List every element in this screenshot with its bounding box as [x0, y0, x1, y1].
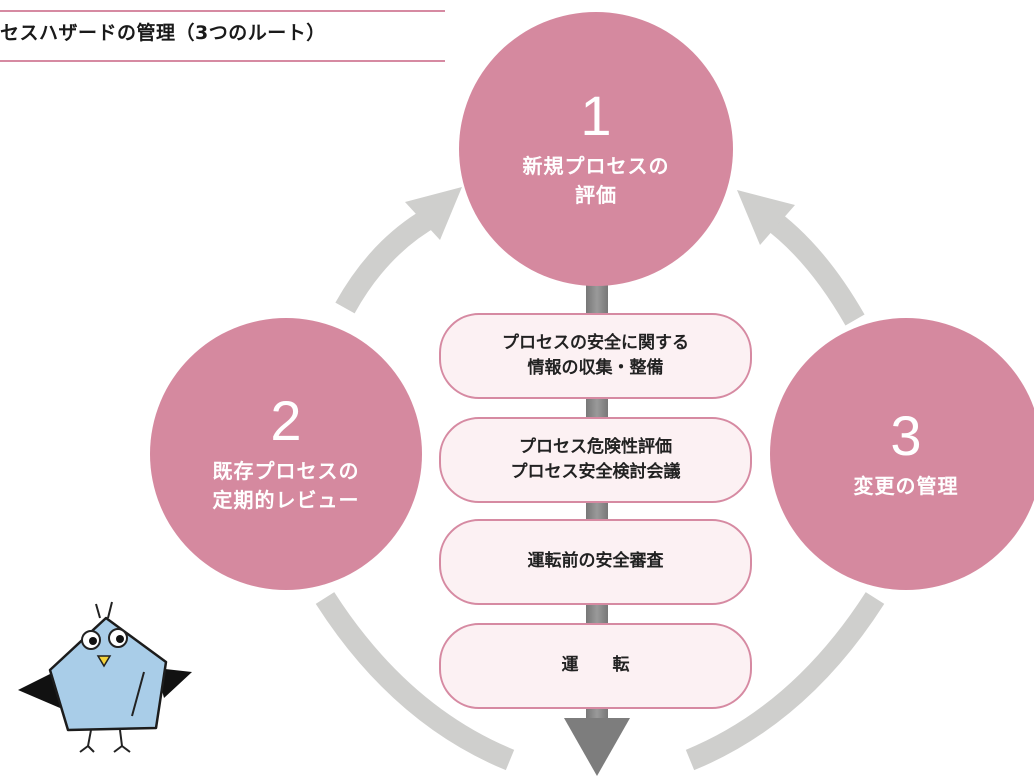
route-1-circle: 1 新規プロセスの 評価	[459, 12, 733, 286]
route-2-number: 2	[270, 389, 302, 452]
step-label-line: 運 転	[561, 655, 630, 676]
step-pre-startup-review: 運転前の安全審査	[439, 519, 752, 605]
route-3-label: 変更の管理	[854, 472, 959, 501]
step-hazard-evaluation: プロセス危険性評価 プロセス安全検討会議	[439, 417, 752, 503]
route-3-number: 3	[890, 403, 922, 467]
step-safety-info: プロセスの安全に関する 情報の収集・整備	[439, 313, 752, 399]
cycle-arrow-icon	[685, 592, 885, 771]
route-3-circle: 3 変更の管理	[770, 318, 1034, 590]
route-1-number: 1	[580, 84, 612, 147]
route-2-label-line: 定期的レビュー	[212, 488, 360, 512]
cycle-arrow-icon	[315, 592, 515, 771]
route-1-label: 新規プロセスの 評価	[523, 152, 670, 210]
step-label-line: 情報の収集・整備	[527, 358, 664, 378]
title-rule-bottom	[0, 60, 445, 62]
arrowhead-icon	[405, 187, 462, 240]
arrowhead-icon	[737, 190, 795, 245]
route-2-label: 既存プロセスの 定期的レビュー	[213, 457, 360, 515]
bird-mascot-icon	[18, 601, 192, 753]
step-label-line: プロセス安全検討会議	[510, 462, 681, 482]
page-title: セスハザードの管理（3つのルート）	[0, 22, 326, 44]
cycle-arrow-icon	[335, 205, 441, 314]
down-arrow-icon	[564, 718, 630, 776]
title-rule-top	[0, 10, 445, 12]
step-operation: 運 転	[439, 623, 752, 709]
route-2-circle: 2 既存プロセスの 定期的レビュー	[150, 318, 422, 590]
route-3-label-line: 変更の管理	[853, 473, 959, 498]
cycle-arrow-icon	[758, 205, 865, 326]
route-1-label-line: 新規プロセスの	[522, 154, 670, 178]
route-2-label-line: 既存プロセスの	[212, 459, 360, 483]
route-1-label-line: 評価	[575, 183, 617, 207]
step-label-line: プロセスの安全に関する	[502, 332, 689, 353]
step-label-line: 運転前の安全審査	[527, 551, 664, 572]
step-label-line: プロセス危険性評価	[519, 436, 672, 457]
